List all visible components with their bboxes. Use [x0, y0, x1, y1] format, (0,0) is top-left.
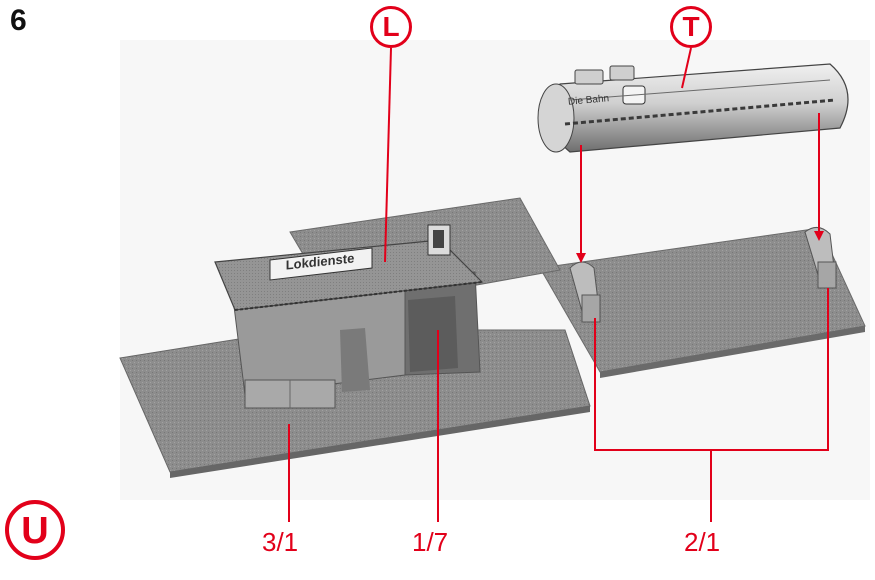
- roof-sign: [269, 247, 373, 281]
- building-roof: [214, 239, 484, 311]
- callout-line-tank: [681, 47, 692, 89]
- part-number-tank-supports: 2/1: [684, 527, 721, 557]
- part-number-base-plate: 3/1: [262, 527, 299, 557]
- tank-support-left: [569, 261, 601, 323]
- part-number-building-part: 1/7: [412, 527, 449, 557]
- tank-base-plate: [539, 227, 866, 378]
- page-marker-label: U: [5, 500, 65, 560]
- callout-line-building: [384, 47, 392, 263]
- tank-support-right: [804, 227, 837, 289]
- fuel-tank: [537, 63, 849, 153]
- callout-building-label: L: [370, 6, 412, 48]
- service-building: [214, 224, 484, 409]
- callout-tank-label: T: [670, 6, 712, 48]
- callout-lines: [288, 47, 829, 522]
- step-number: 6: [10, 4, 27, 37]
